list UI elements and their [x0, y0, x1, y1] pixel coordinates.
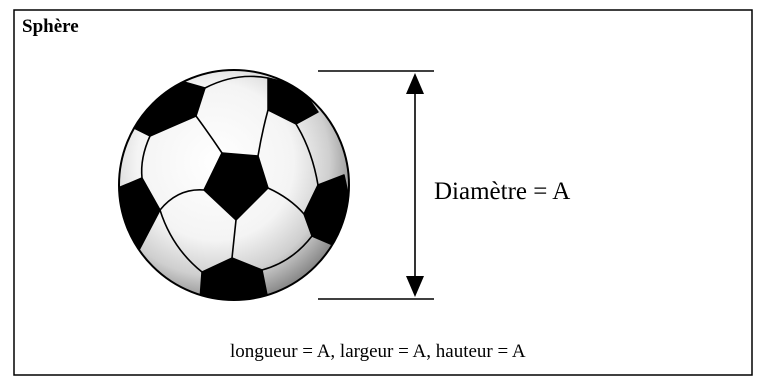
diameter-label: Diamètre = A — [434, 178, 571, 205]
outer-border — [13, 9, 753, 376]
dimensions-caption: longueur = A, largeur = A, hauteur = A — [230, 341, 526, 362]
double-arrow-icon — [406, 73, 424, 297]
figure-title: Sphère — [22, 16, 79, 37]
soccer-ball-icon — [118, 69, 350, 301]
dimension-indicator — [318, 70, 434, 300]
